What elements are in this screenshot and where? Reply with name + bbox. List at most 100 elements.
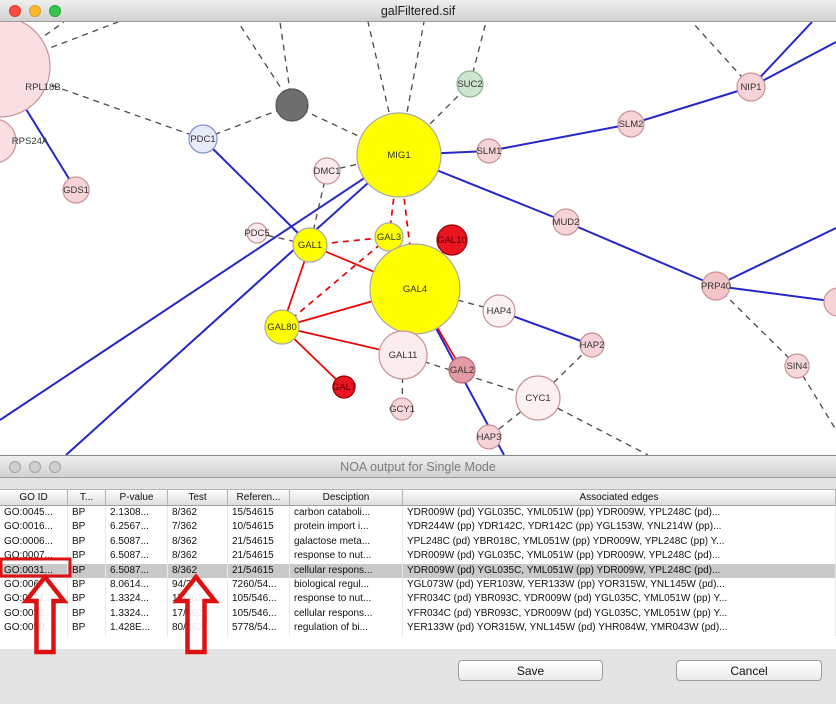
graph-node-RPL18B[interactable] xyxy=(0,22,51,118)
save-button[interactable]: Save xyxy=(458,660,603,681)
graph-edge[interactable] xyxy=(65,154,400,455)
graph-node-PDC1[interactable] xyxy=(188,124,218,154)
graph-node-MUD2[interactable] xyxy=(552,208,580,236)
graph-edge[interactable] xyxy=(715,227,836,287)
graph-node-PDC5[interactable] xyxy=(246,222,268,244)
table-cell: YPL248C (pd) YBR018C, YML051W (pp) YDR00… xyxy=(403,534,836,550)
graph-node-HAP3[interactable] xyxy=(476,424,502,450)
noa-window-titlebar[interactable]: NOA output for Single Mode xyxy=(0,456,836,478)
graph-node-GCY1[interactable] xyxy=(390,397,414,421)
graph-node-SUC2[interactable] xyxy=(456,70,484,98)
graph-node-GAL7[interactable] xyxy=(332,375,356,399)
column-header-referen[interactable]: Referen... xyxy=(228,490,290,505)
zoom-button[interactable] xyxy=(49,4,61,17)
graph-node-HAP4[interactable] xyxy=(482,294,516,328)
close-button[interactable] xyxy=(9,4,21,17)
graph-node-label: GAL10 xyxy=(437,235,467,246)
graph-node-GDS1[interactable] xyxy=(62,176,90,204)
graph-window-titlebar[interactable]: galFiltered.sif xyxy=(0,0,836,22)
minimize-button[interactable] xyxy=(29,4,41,17)
graph-node-GAL11[interactable] xyxy=(378,330,428,380)
table-cell: 6.5087... xyxy=(106,549,168,564)
graph-node-label: GCY1 xyxy=(389,404,415,415)
column-header-p-value[interactable]: P-value xyxy=(106,490,168,505)
graph-node-DMC1[interactable] xyxy=(313,157,341,185)
column-header-go-id[interactable]: GO ID xyxy=(0,490,68,505)
graph-edge[interactable] xyxy=(202,138,311,246)
graph-node-GAL10[interactable] xyxy=(436,224,468,256)
window-controls xyxy=(9,4,61,17)
graph-node-PRP40[interactable] xyxy=(701,271,731,301)
table-cell: GO:0007... xyxy=(0,549,68,564)
graph-node-label: PDC5 xyxy=(244,228,269,239)
graph-edge[interactable] xyxy=(715,285,798,367)
graph-edge[interactable] xyxy=(0,154,400,421)
table-cell: response to nut... xyxy=(290,592,403,607)
table-cell: GO:0016... xyxy=(0,520,68,535)
table-cell: 6.2567... xyxy=(106,520,168,535)
graph-node-GAL3[interactable] xyxy=(374,222,404,252)
graph-edge[interactable] xyxy=(565,221,717,287)
graph-edge[interactable] xyxy=(488,123,632,152)
graph-node-SIN4[interactable] xyxy=(784,353,810,379)
table-cell: YDR009W (pd) YGL035C, YML051W (pp) YDR00… xyxy=(403,563,836,578)
table-cell: 94/362 xyxy=(168,577,228,593)
graph-edge[interactable] xyxy=(281,236,390,328)
graph-node-SLM1[interactable] xyxy=(476,138,502,164)
table-cell: BP xyxy=(68,577,106,593)
graph-node-gray[interactable] xyxy=(275,88,309,122)
graph-node-label: HAP3 xyxy=(477,432,502,443)
column-header-test[interactable]: Test xyxy=(168,490,228,505)
table-cell: YGL073W (pd) YER103W, YER133W (pp) YOR31… xyxy=(403,577,836,593)
zoom-button[interactable] xyxy=(49,460,61,473)
table-cell: cellular respons... xyxy=(290,606,403,622)
window-title: NOA output for Single Mode xyxy=(340,459,496,474)
graph-node-label: DMC1 xyxy=(314,166,341,177)
graph-edge[interactable] xyxy=(691,22,752,88)
table-cell: BP xyxy=(68,534,106,550)
graph-edge[interactable] xyxy=(750,22,813,88)
table-cell: 7260/54... xyxy=(228,577,290,593)
graph-node-edgeR[interactable] xyxy=(823,287,836,317)
table-cell: BP xyxy=(68,506,106,521)
window-controls xyxy=(9,460,61,473)
graph-node-label: PRP40 xyxy=(701,281,731,292)
graph-edge[interactable] xyxy=(291,104,400,156)
column-header-desciption[interactable]: Desciption xyxy=(290,490,403,505)
graph-node-GAL2[interactable] xyxy=(448,356,476,384)
graph-edge[interactable] xyxy=(537,397,649,455)
graph-node-CYC1[interactable] xyxy=(515,375,561,421)
table-cell: 15/54615 xyxy=(228,506,290,521)
graph-node-GAL1[interactable] xyxy=(292,227,328,263)
graph-edge[interactable] xyxy=(715,285,836,303)
graph-node-SLM2[interactable] xyxy=(617,110,645,138)
close-button[interactable] xyxy=(9,460,21,473)
graph-edge[interactable] xyxy=(750,41,836,88)
graph-node-RPS24A[interactable] xyxy=(0,119,17,163)
graph-node-HAP2[interactable] xyxy=(579,332,605,358)
table-cell: BP xyxy=(68,549,106,564)
graph-node-GAL80[interactable] xyxy=(264,309,300,345)
graph-node-NIP1[interactable] xyxy=(736,72,766,102)
table-cell: regulation of bi... xyxy=(290,621,403,636)
column-header-associated-edges[interactable]: Associated edges xyxy=(403,490,836,505)
graph-node-MIG1[interactable] xyxy=(356,112,442,198)
table-cell: 6.5087... xyxy=(106,563,168,578)
cancel-button[interactable]: Cancel xyxy=(676,660,822,681)
column-header-t[interactable]: T... xyxy=(68,490,106,505)
minimize-button[interactable] xyxy=(29,460,41,473)
table-cell: biological regul... xyxy=(290,577,403,593)
table-cell: 1.3324... xyxy=(106,592,168,607)
graph-edge[interactable] xyxy=(630,86,752,125)
